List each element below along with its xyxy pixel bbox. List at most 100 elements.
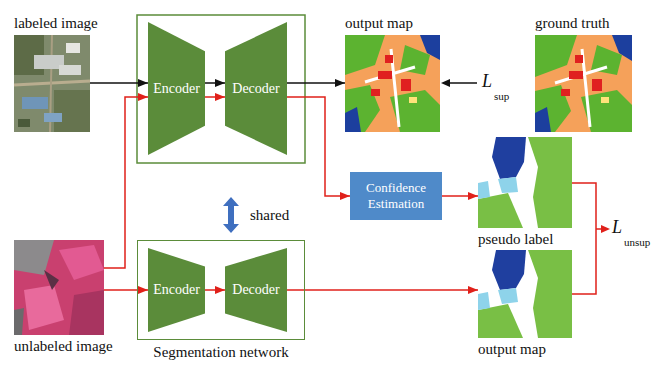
satellite-photo (59, 65, 81, 75)
infrared-photo (14, 308, 24, 335)
infrared-photo (69, 290, 104, 335)
loss-symbol: L (612, 217, 622, 237)
block-label: Decoder (232, 81, 279, 97)
block-label: Encoder (153, 282, 200, 298)
loss-merge-line (572, 183, 596, 294)
segmentation-map (612, 35, 632, 61)
segmentation-map (592, 79, 602, 91)
segmentation-map (378, 71, 392, 79)
loss-symbol-slot: L (612, 218, 622, 237)
arrow-head (601, 225, 610, 233)
image-caption: output map (478, 341, 572, 358)
segmentation-map (575, 55, 583, 63)
segmentation-map (345, 35, 385, 75)
flow-arrow (104, 289, 148, 291)
flow-arrow (205, 96, 225, 98)
segmentation-map (555, 49, 607, 127)
segmentation-map (601, 97, 609, 103)
segmentation-map (535, 35, 577, 77)
trapezoid-shape (225, 248, 287, 332)
satellite-photo (66, 43, 80, 53)
group-caption: Segmentation network (137, 344, 305, 361)
loss-subscript: sup (494, 90, 509, 102)
process-label: Confidence Estimation (356, 180, 436, 211)
segmentation-map (401, 79, 411, 91)
image-caption: unlabeled image (14, 338, 113, 355)
output-map: output map (345, 15, 440, 132)
satellite-photo (14, 35, 90, 132)
shared-label-slot: shared (250, 206, 289, 224)
loss-arrow (448, 82, 477, 84)
segmentation-map (345, 35, 440, 132)
infrared-photo (14, 240, 54, 275)
pseudo-label-map (478, 193, 523, 228)
segmentation-map (569, 71, 583, 79)
satellite-photo (14, 35, 90, 132)
segmentation-map (561, 89, 570, 96)
segmentation-map (409, 97, 417, 103)
satellite-photo (22, 97, 48, 109)
infrared-photo (14, 240, 104, 335)
satellite-photo (54, 90, 90, 132)
image-frame (14, 240, 104, 335)
pseudo-label-map (498, 177, 518, 193)
image-caption: output map (345, 15, 440, 32)
flow-arrow (287, 97, 350, 196)
decoder-block: Decoder (225, 22, 287, 155)
segmentation-map (385, 55, 393, 63)
input-image: labeled image (14, 15, 98, 132)
segmentation-map (535, 107, 551, 132)
segmentation-map (345, 107, 361, 132)
flow-arrow (205, 289, 225, 291)
image-caption: pseudo label (478, 231, 572, 248)
infrared-photo (59, 245, 104, 280)
infrared-photo (24, 285, 64, 330)
infrared-photo (44, 270, 59, 290)
segmentation-map (528, 250, 572, 338)
satellite-photo (44, 113, 62, 122)
segmentation-map (478, 250, 572, 338)
segmentation-map (345, 85, 380, 132)
image-frame (345, 35, 440, 132)
loss-symbol: L (482, 71, 492, 91)
flow-arrow (287, 289, 478, 291)
image-caption: labeled image (14, 15, 98, 32)
pseudo-label-map (492, 137, 526, 179)
output-map: output map (478, 250, 572, 358)
flow-arrow (90, 82, 148, 84)
shared-arrow (223, 197, 239, 233)
segmentation-map (478, 250, 572, 338)
flow-arrow (104, 97, 148, 268)
segmentation-map (478, 292, 490, 310)
flow-arrow (205, 82, 225, 84)
image-frame (535, 35, 632, 132)
loss-subscript: unsup (624, 236, 650, 248)
encoder-block: Encoder (148, 248, 205, 332)
network-frame (137, 15, 305, 163)
flow-arrow (442, 195, 478, 197)
flow-arrow (287, 82, 345, 84)
segmentation-map (535, 35, 632, 132)
segmentation-map (365, 49, 415, 127)
block-label: Encoder (153, 81, 200, 97)
loss-symbol-slot: L (482, 72, 492, 91)
image-frame (14, 35, 90, 132)
image-frame (478, 137, 572, 228)
segmentation-map (420, 35, 440, 60)
trapezoid-shape (148, 248, 205, 332)
satellite-photo (18, 119, 30, 127)
image-caption: ground truth (535, 15, 632, 32)
ground-truth-map: ground truth (535, 15, 632, 132)
segmentation-map (492, 250, 526, 290)
pseudo-label-map (478, 181, 490, 199)
loss-subscript-slot: unsup (624, 232, 650, 250)
image-frame (478, 250, 572, 338)
segmentation-map (535, 35, 632, 132)
trapezoid-shape (225, 22, 287, 155)
segmentation-map (498, 288, 518, 304)
segmentation-map (371, 89, 380, 96)
pseudo-label-map (478, 137, 572, 228)
process-box: Confidence Estimation (350, 172, 442, 219)
